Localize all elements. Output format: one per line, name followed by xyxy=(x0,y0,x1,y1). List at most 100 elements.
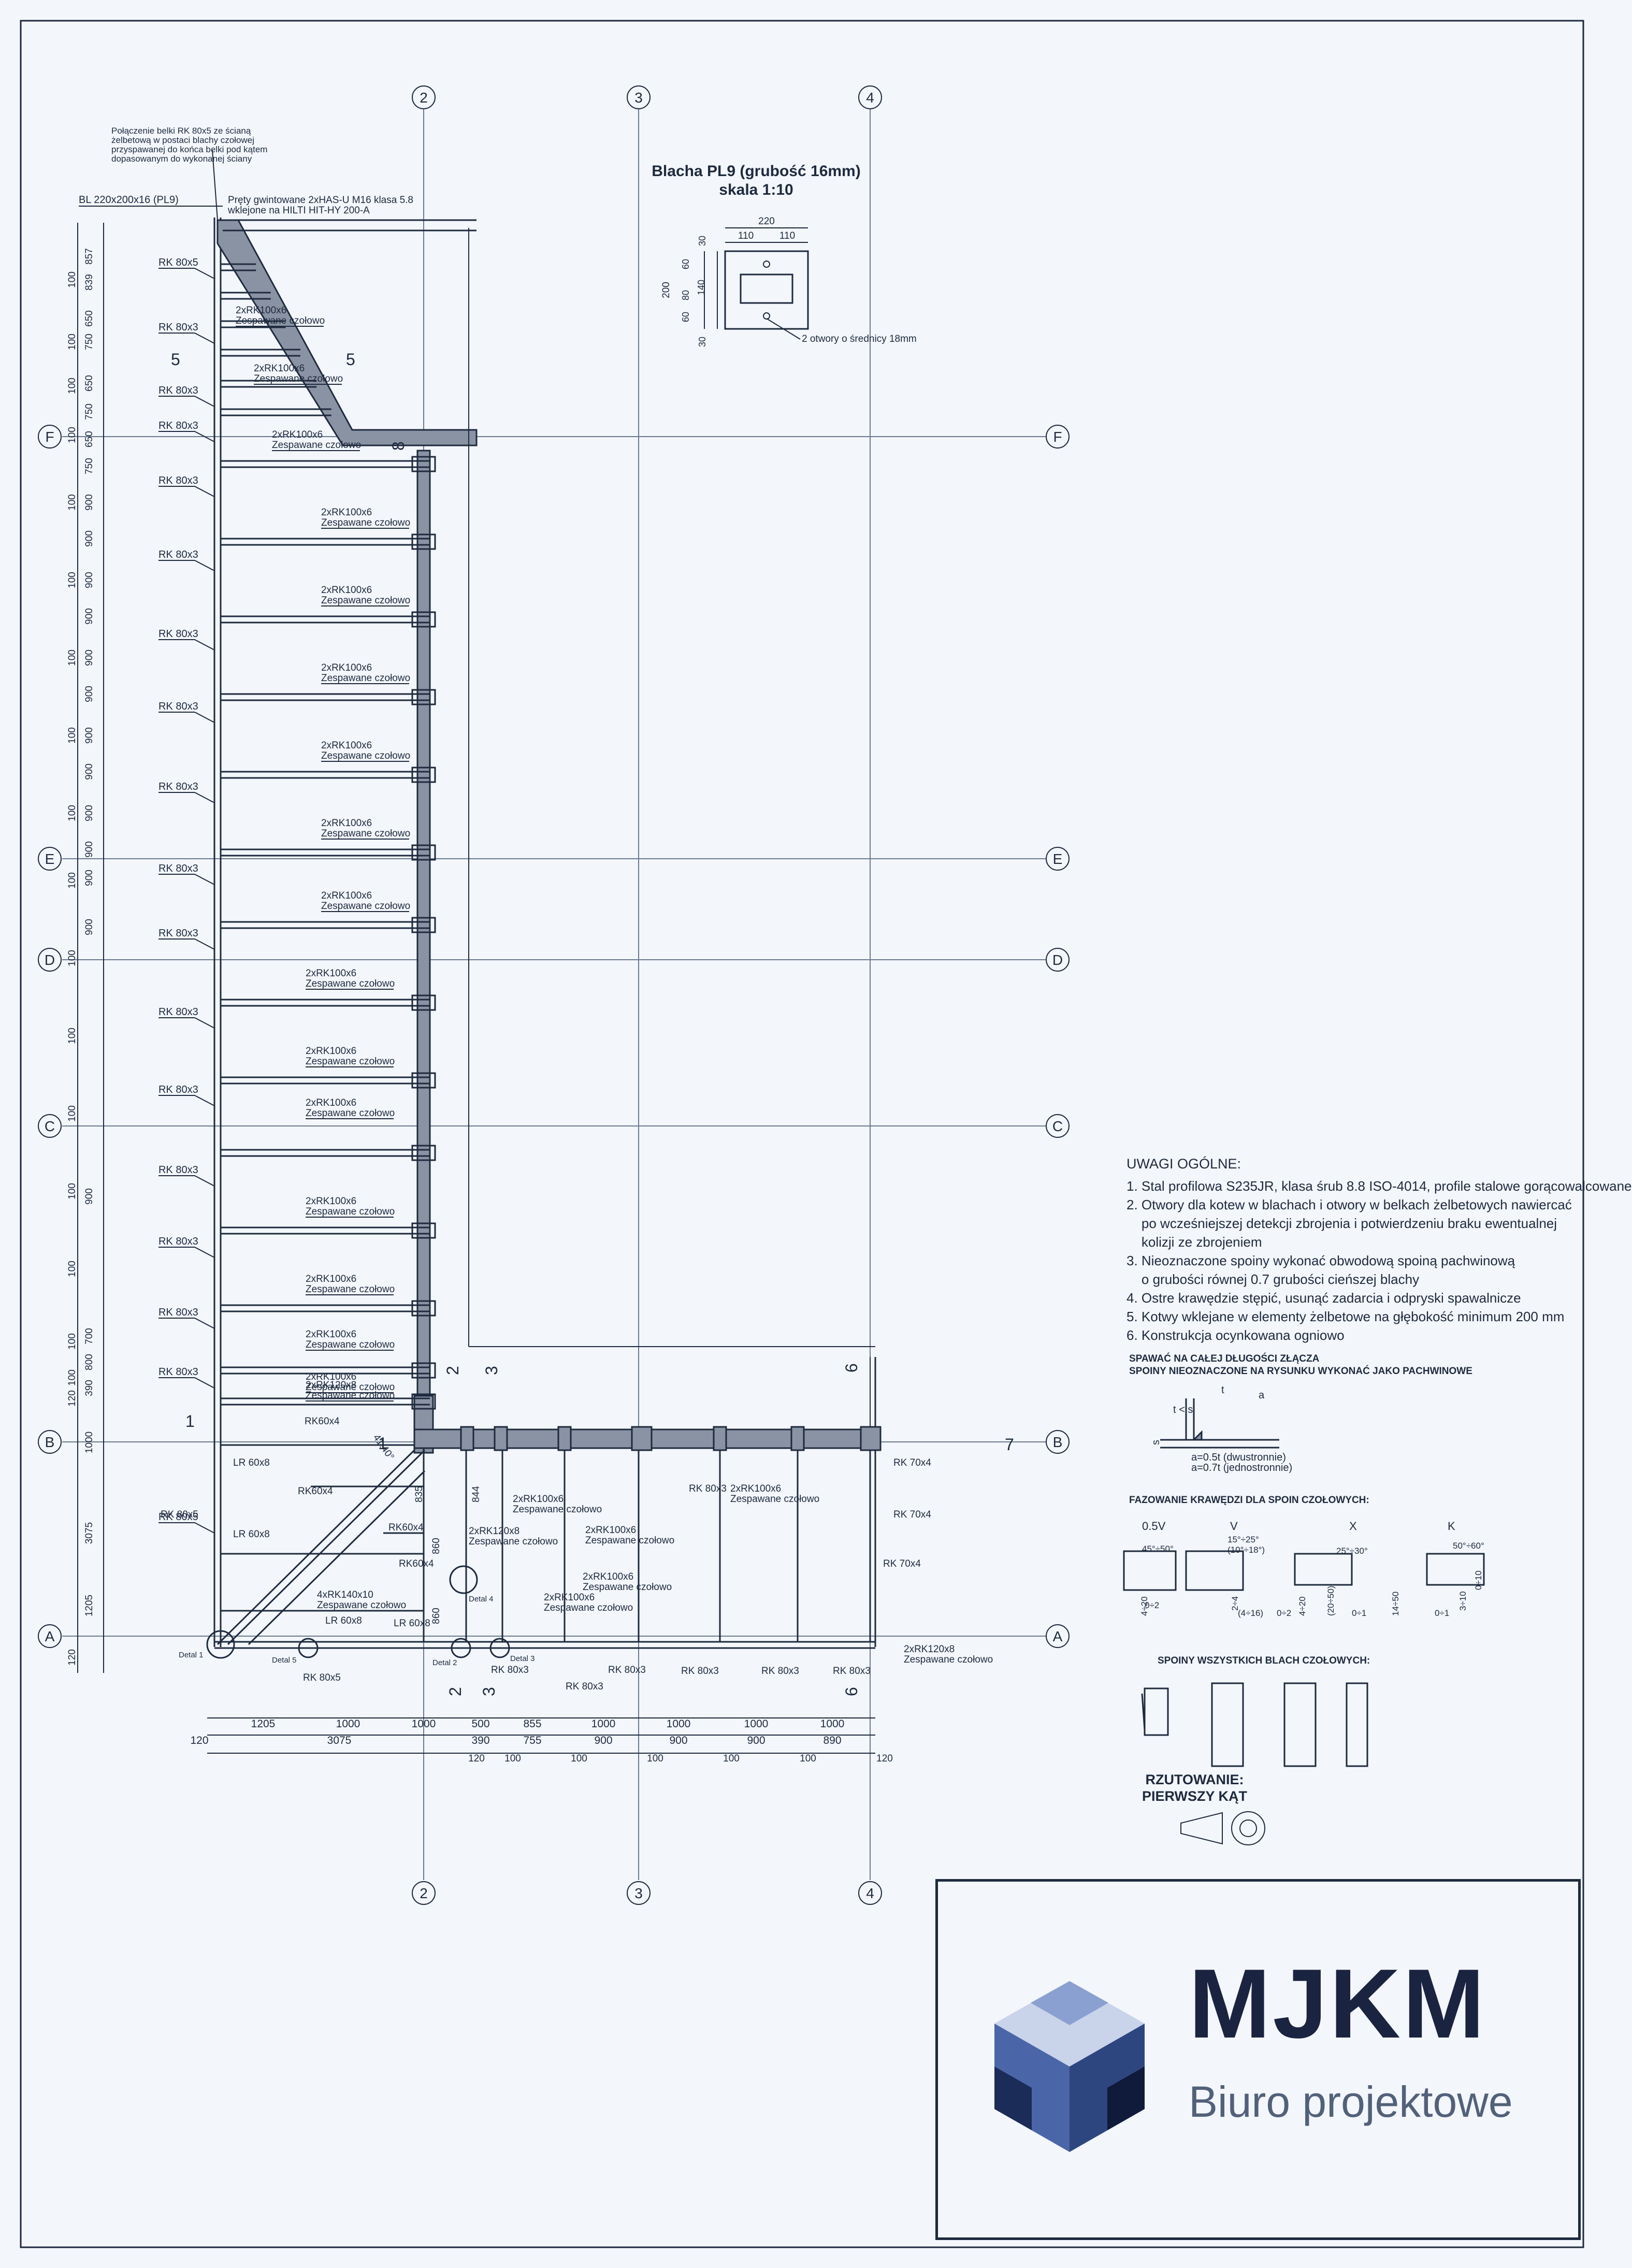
dim-inner: 900 xyxy=(84,608,95,625)
lower-member-label: 2xRK100x6 xyxy=(585,1525,636,1536)
dim-outer: 100 xyxy=(67,1369,78,1386)
rung-clamp xyxy=(411,689,436,705)
lower-member-label: RK 70x4 xyxy=(893,1457,931,1468)
axis-label: B xyxy=(1053,1434,1063,1450)
dim-inner: 839 xyxy=(84,274,95,291)
plate-dim: 60 xyxy=(681,259,691,269)
beam-label-sub: Zespawane czołowo xyxy=(306,1390,395,1401)
hole-note: 2 otwory o średnicy 18mm xyxy=(802,334,917,344)
member-label: RK 80x3 xyxy=(158,863,198,874)
weld-symbol-text: t xyxy=(1221,1384,1224,1396)
weld-note: SPAWAĆ NA CAŁEJ DŁUGOŚCI ZŁĄCZA SPOINY N… xyxy=(1129,1353,1472,1378)
section-mark: 1 xyxy=(185,1412,195,1431)
axis-label: 3 xyxy=(634,90,643,106)
dim-inner: 900 xyxy=(84,572,95,588)
axis-bubble xyxy=(38,847,62,871)
rung-clamp xyxy=(411,1222,436,1239)
dim-bottom-1: 855 xyxy=(523,1718,541,1730)
dim-inner: 900 xyxy=(84,919,95,935)
steel-frame xyxy=(206,218,882,1659)
lower-member-label: 2xRK100x6 xyxy=(730,1483,781,1494)
axis-bubble xyxy=(627,85,651,109)
dim-inner: 900 xyxy=(84,727,95,744)
rung-clamp xyxy=(411,1145,436,1161)
dim-bottom-2: 3075 xyxy=(327,1735,352,1746)
dim-outer: 100 xyxy=(67,1105,78,1122)
axis-label: D xyxy=(1052,952,1063,968)
dim-inner: 857 xyxy=(84,248,95,265)
leader-line xyxy=(194,1318,215,1329)
lower-member-label: RK 80x3 xyxy=(491,1665,529,1675)
lower-member-label: RK 80x3 xyxy=(566,1681,603,1692)
beam-label-sub: Zespawane czołowo xyxy=(321,517,410,528)
note-item: 6. Konstrukcja ocynkowana ogniowo xyxy=(1126,1327,1345,1343)
lower-member-label: 4xRK140x10 xyxy=(317,1590,373,1600)
leader-line xyxy=(194,486,215,497)
lower-member-label: Zespawane czołowo xyxy=(317,1600,406,1611)
dim-inner: 1000 xyxy=(84,1432,95,1453)
beam-label: 2xRK100x6 xyxy=(321,662,372,673)
axis-label: 2 xyxy=(420,1885,428,1901)
weld-note-line-1: SPAWAĆ NA CAŁEJ DŁUGOŚCI ZŁĄCZA xyxy=(1129,1353,1320,1364)
section-mark: 5 xyxy=(171,350,180,369)
axis-label: D xyxy=(45,952,55,968)
axis-label: A xyxy=(1053,1628,1063,1644)
member-label: RK 80x3 xyxy=(158,1307,198,1318)
axis-bubble xyxy=(1046,425,1070,449)
detail-label: Detal 4 xyxy=(469,1595,494,1604)
plate-dim: 110 xyxy=(738,230,754,241)
bevel-dim: 2÷4 xyxy=(1230,1596,1240,1611)
beam-label-sub: Zespawane czołowo xyxy=(321,595,410,606)
beam-label: 2xRK100x6 xyxy=(306,1097,356,1108)
logo-facet xyxy=(1070,2024,1145,2152)
axis-label: E xyxy=(45,851,55,867)
section-mark: 3 xyxy=(480,1687,498,1696)
axis-bubble xyxy=(1046,1624,1070,1648)
lower-member-label: Zespawane czołowo xyxy=(904,1654,993,1665)
section-mark: 6 xyxy=(842,1687,861,1696)
plate-dim: 200 xyxy=(661,282,672,298)
bevel-dim: (4÷16) xyxy=(1238,1608,1263,1618)
rung-clamp xyxy=(411,844,436,861)
beam-label: 2xRK100x6 xyxy=(321,585,372,596)
axis-bubble xyxy=(412,85,436,109)
dim-bottom-1: 1000 xyxy=(336,1718,360,1730)
weld-sketches xyxy=(1123,1398,1485,1845)
bevel-dim: 50°÷60° xyxy=(1453,1541,1484,1551)
connection-note-line: dopasowanym do wykonanej ściany xyxy=(111,154,252,164)
axis-label: C xyxy=(45,1118,55,1134)
leader-line xyxy=(194,1095,215,1106)
dim-outer: 100 xyxy=(67,950,78,966)
dim-inner: 900 xyxy=(84,805,95,821)
beam-label: 2xRK100x6 xyxy=(306,1046,356,1057)
dim-bottom-3: 120 xyxy=(468,1753,485,1764)
axis-bubble xyxy=(412,1881,436,1905)
detail-label: Detal 5 xyxy=(272,1656,297,1665)
member-label: RK 80x3 xyxy=(158,1236,198,1247)
bevel-dim: 15°÷25° xyxy=(1227,1535,1259,1544)
beam-label-sub: Zespawane czołowo xyxy=(236,315,325,326)
beam-label: 2xRK100x6 xyxy=(306,1371,356,1382)
beam-label-sub: Zespawane czołowo xyxy=(321,901,410,912)
axis-label: F xyxy=(1053,429,1062,445)
weld-symbol-text: a xyxy=(1259,1390,1265,1401)
member-label: RK 80x3 xyxy=(158,1084,198,1095)
dim-bottom-1: 1000 xyxy=(591,1718,616,1730)
plate-title: Blacha PL9 (grubość 16mm) xyxy=(652,163,861,180)
beam-label: 2xRK100x6 xyxy=(321,890,372,901)
note-item: kolizji ze zbrojeniem xyxy=(1126,1234,1262,1250)
bevel-type: K xyxy=(1448,1520,1455,1533)
logo-facet xyxy=(1107,2067,1145,2130)
axis-bubble xyxy=(627,1881,651,1905)
dim-outer: 100 xyxy=(67,1028,78,1044)
plate-dim: 110 xyxy=(779,230,795,241)
leader-line xyxy=(212,150,218,221)
dim-bottom-3: 100 xyxy=(647,1753,663,1764)
dim-inner: 900 xyxy=(84,686,95,702)
dim-inner: 800 xyxy=(84,1354,95,1370)
note-item: 4. Ostre krawędzie stępić, usunąć zadarc… xyxy=(1126,1290,1521,1306)
member-label: RK 80x3 xyxy=(158,475,198,486)
member-label: RK 80x3 xyxy=(158,628,198,640)
lower-member-label: RK 80x5 xyxy=(303,1672,341,1683)
